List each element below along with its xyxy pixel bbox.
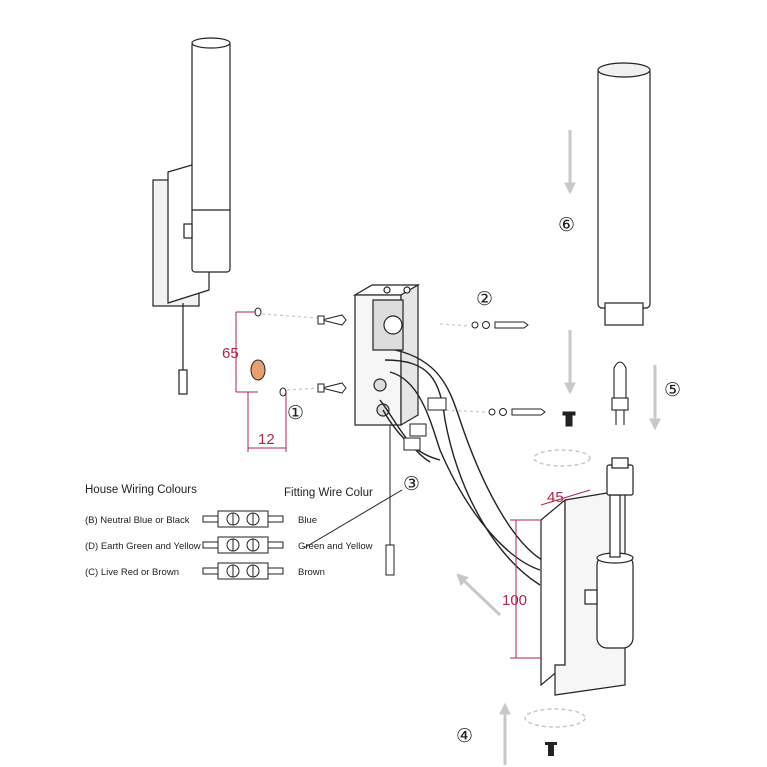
plate-dimensions [510,489,591,659]
house-wiring-title: House Wiring Colours [85,484,197,496]
wall-plugs [317,314,347,394]
dimension-offset: 12 [258,431,275,448]
g9-bulb [611,361,629,425]
junction-box [352,283,421,427]
wiring-table: (B) Neutral Blue or Black Blue (D) Earth G… [85,510,373,580]
motion-arrows [456,130,661,765]
fixing-screw [545,742,557,756]
fitting-wire-label: Brown [298,567,325,578]
wire-stub [267,567,284,575]
pull-cord [385,425,395,576]
rotation-arrows [524,449,591,728]
house-wire-label: (C) Live Red or Brown [85,567,179,578]
house-wire-label: (B) Neutral Blue or Black [85,515,190,526]
terminal-block [217,562,269,580]
drilling-template: 65 12 ① [222,307,304,452]
fitting-wire-label: Blue [298,515,317,526]
step-1-marker: ① [287,402,304,424]
dimension-width: 45 [547,489,564,506]
wire-stub [202,515,219,523]
dimension-height: 65 [222,345,239,362]
step-2-marker: ② [476,288,493,310]
assembled-lamp [152,37,231,395]
fitting-wire-title: Fitting Wire Colur [284,487,373,499]
house-wire-label: (D) Earth Green and Yellow [85,541,201,552]
terminal-block [217,510,269,528]
wire-stub [202,541,219,549]
fitting-wire-label: Green and Yellow [298,541,373,552]
wire-stub [267,515,284,523]
dimension-length: 100 [502,592,527,609]
step-3-marker: ③ [403,473,420,495]
wiring-row: (B) Neutral Blue or Black Blue [85,510,317,528]
step-4-marker: ④ [456,725,473,747]
wire-stub [202,567,219,575]
step-5-marker: ⑤ [664,379,681,401]
wall-plate [540,489,634,696]
guide-lines [261,313,486,413]
wiring-row: (D) Earth Green and Yellow Green and Yell… [85,536,373,554]
terminal-connectors [403,397,447,451]
screws [471,321,576,427]
glass-tube [597,62,651,326]
terminal-block [217,536,269,554]
wiring-row: (C) Live Red or Brown Brown [85,562,325,580]
step-6-marker: ⑥ [558,214,575,236]
lamp-socket [606,457,634,496]
fitting-leader-line [303,489,403,549]
wire-stub [267,541,284,549]
